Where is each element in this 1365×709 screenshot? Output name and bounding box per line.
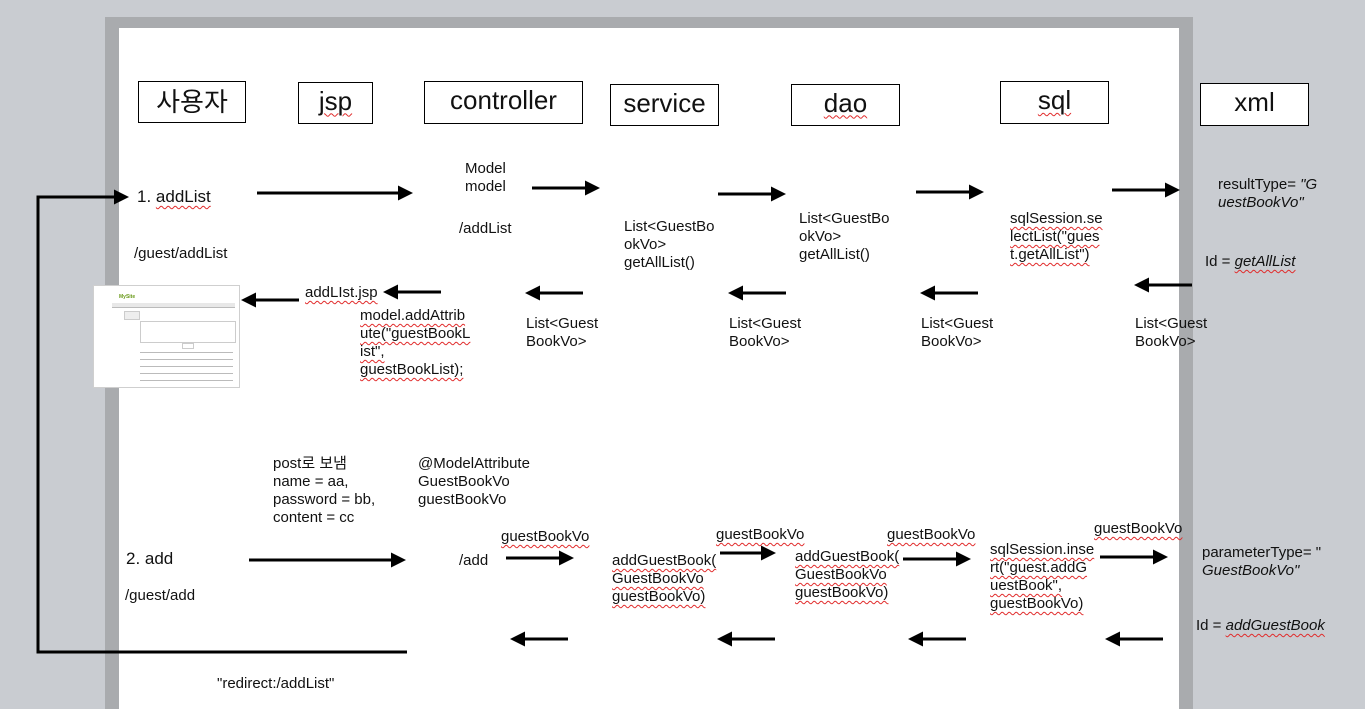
arg-to-dao: guestBookVo bbox=[716, 526, 805, 543]
guestbook-page-thumbnail: MySite bbox=[93, 285, 240, 388]
header-service: service bbox=[610, 84, 719, 126]
header-jsp-label: jsp bbox=[318, 85, 353, 116]
header-dao: dao bbox=[791, 84, 900, 126]
header-controller: controller bbox=[424, 81, 583, 124]
controller-model-attribute: @ModelAttribute GuestBookVo guestBookVo bbox=[418, 455, 530, 508]
arg-to-xml: guestBookVo bbox=[1094, 520, 1183, 537]
xml-id-add-guest-book: Id = addGuestBook bbox=[1196, 617, 1325, 635]
controller-mapping-add: /add bbox=[459, 552, 489, 569]
dao-get-all-list: List<GuestBo okVo> getAllList() bbox=[799, 210, 890, 263]
xml-id2-label: Id = bbox=[1196, 617, 1226, 634]
xml-id-label: Id = bbox=[1205, 253, 1235, 270]
xml-id2-value: addGuestBook bbox=[1225, 617, 1325, 634]
return-xml-list: List<Guest BookVo> bbox=[1135, 315, 1208, 350]
header-sql: sql bbox=[1000, 81, 1109, 124]
redirect-add-list: "redirect:/addList" bbox=[217, 675, 335, 692]
xml-result-type-value: "G uestBookVo" bbox=[1218, 176, 1318, 211]
service-get-all-list: List<GuestBo okVo> getAllList() bbox=[624, 218, 715, 271]
return-dao-list: List<Guest BookVo> bbox=[921, 315, 994, 350]
xml-result-type: resultType= "G uestBookVo" bbox=[1218, 176, 1317, 212]
step-add-list: 1. addList bbox=[137, 187, 211, 206]
dao-add-guest-book: addGuestBook( GuestBookVo guestBookVo) bbox=[795, 548, 900, 601]
step-add-list-name: addList bbox=[155, 187, 211, 206]
header-xml: xml bbox=[1200, 83, 1309, 126]
controller-mapping-add-list: /addList bbox=[459, 220, 512, 237]
return-service-list: List<Guest BookVo> bbox=[729, 315, 802, 350]
return-controller-list: List<Guest BookVo> bbox=[526, 315, 599, 350]
jsp-view-add-list: addLIst.jsp bbox=[305, 284, 378, 301]
arg-to-sql: guestBookVo bbox=[887, 526, 976, 543]
controller-model-param: Model model bbox=[465, 160, 506, 195]
xml-parameter-type-value: GuestBookVo" bbox=[1202, 562, 1300, 579]
header-jsp: jsp bbox=[298, 82, 373, 124]
controller-add-attribute: model.addAttrib ute("guestBookL ist", gu… bbox=[360, 307, 471, 378]
arg-to-service: guestBookVo bbox=[501, 528, 590, 545]
thumbnail-logo: MySite bbox=[119, 294, 136, 300]
url-guest-add-list: /guest/addList bbox=[134, 245, 228, 262]
xml-parameter-type: parameterType= " GuestBookVo" bbox=[1202, 544, 1321, 580]
url-guest-add: /guest/add bbox=[125, 587, 196, 604]
header-user: 사용자 bbox=[138, 81, 246, 123]
post-note: post로 보냄 name = aa, password = bb, conte… bbox=[273, 455, 376, 526]
sql-insert: sqlSession.inse rt("guest.addG uestBook"… bbox=[990, 541, 1095, 612]
step-add: 2. add bbox=[126, 549, 174, 568]
header-sql-label: sql bbox=[1037, 85, 1072, 115]
xml-id-value: getAllList bbox=[1234, 253, 1296, 270]
service-add-guest-book: addGuestBook( GuestBookVo guestBookVo) bbox=[612, 552, 717, 605]
xml-result-type-label: resultType= bbox=[1218, 176, 1301, 193]
xml-id-get-all-list: Id = getAllList bbox=[1205, 253, 1295, 271]
xml-parameter-type-label: parameterType= " bbox=[1202, 544, 1322, 561]
sql-select-list: sqlSession.se lectList("gues t.getAllLis… bbox=[1010, 210, 1103, 263]
header-dao-label: dao bbox=[823, 87, 868, 118]
